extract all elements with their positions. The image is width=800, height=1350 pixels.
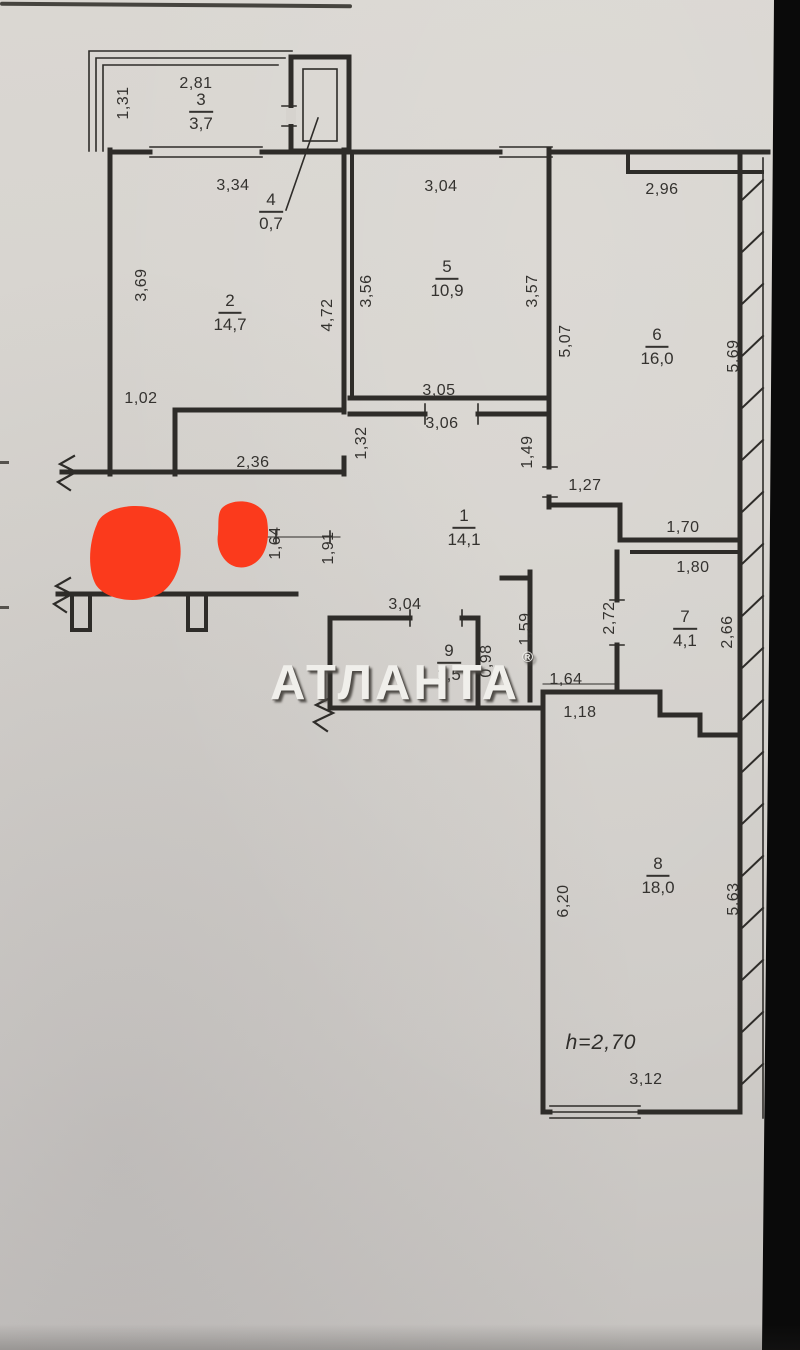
- room-area: 14,7: [213, 314, 247, 334]
- redaction-blobs: [90, 501, 269, 600]
- wall-hatching: [740, 178, 765, 1086]
- room-number: 6: [645, 325, 669, 348]
- room-number: 7: [673, 607, 697, 630]
- room-area: 0,7: [259, 213, 283, 233]
- dim-label-1,49: 1,49: [519, 435, 536, 469]
- dim-label-1,64: 1,64: [267, 526, 284, 560]
- dim-label-1,59: 1,59: [517, 612, 534, 646]
- dim-label-1,80: 1,80: [676, 559, 710, 576]
- dim-label-5,07: 5,07: [557, 324, 574, 358]
- dim-label-6,20: 6,20: [555, 884, 572, 918]
- dim-label-2,66: 2,66: [719, 615, 736, 649]
- room-number: 8: [646, 854, 670, 877]
- dim-label-3,12: 3,12: [629, 1071, 663, 1088]
- dim-ticks: [275, 530, 331, 544]
- door-ticks: [609, 599, 625, 646]
- dim-label-1,70: 1,70: [666, 519, 700, 536]
- redaction-blob-small: [217, 501, 269, 568]
- dim-label-2,36: 2,36: [236, 454, 270, 471]
- door-ticks: [409, 609, 463, 627]
- dim-label-3,56: 3,56: [358, 274, 375, 308]
- dim-label-3,04: 3,04: [424, 178, 458, 195]
- dim-label-3,34: 3,34: [216, 177, 250, 194]
- balcony-outline: [88, 50, 293, 152]
- room-area: 10,9: [430, 280, 464, 300]
- dim-label-5,63: 5,63: [725, 882, 742, 916]
- door-ticks: [542, 466, 558, 498]
- room-number: 5: [435, 257, 459, 280]
- room9-walls: [327, 569, 546, 711]
- window-lines-bottom: [549, 1105, 641, 1119]
- dim-label-3,57: 3,57: [524, 274, 541, 308]
- dim-label-3,05: 3,05: [422, 382, 456, 399]
- dim-label-2,96: 2,96: [645, 181, 679, 198]
- dim-label-3,04: 3,04: [388, 596, 422, 613]
- room-number: 4: [259, 190, 283, 213]
- redaction-blob-large: [90, 505, 181, 600]
- room-number: 3: [189, 90, 213, 113]
- window-lines: [149, 146, 553, 158]
- dim-label-1,31: 1,31: [115, 86, 132, 120]
- room-number: 1: [452, 506, 476, 529]
- photo-bottom-shadow: [0, 1324, 800, 1350]
- room2-walls: [59, 147, 354, 477]
- room-number: 2: [218, 291, 242, 314]
- photo-black-edge: [762, 0, 800, 1350]
- dim-label-4,72: 4,72: [319, 298, 336, 332]
- dim-label-5,69: 5,69: [725, 339, 742, 373]
- dim-label-2,72: 2,72: [601, 601, 618, 635]
- dim-label-1,91: 1,91: [320, 531, 337, 565]
- room-area: 16,0: [640, 348, 674, 368]
- dim-label-1,27: 1,27: [568, 477, 602, 494]
- registered-mark-icon: ®: [522, 649, 537, 666]
- room8-walls: [540, 149, 743, 1115]
- break-symbols: [51, 454, 336, 733]
- room-area: 14,1: [447, 529, 481, 549]
- room-number: 9: [437, 641, 461, 664]
- dim-label-3,06: 3,06: [425, 415, 459, 432]
- room-area: 18,0: [641, 877, 675, 897]
- dim-label-1,32: 1,32: [353, 426, 370, 460]
- room5-room6-walls: [347, 147, 743, 543]
- room-area: 3,7: [189, 113, 213, 133]
- lower-left-walls: [55, 591, 299, 632]
- room-area: 4,1: [673, 630, 697, 650]
- dim-label-2,81: 2,81: [179, 75, 213, 92]
- cut-dimension-tick: [0, 606, 9, 609]
- room-area: 2,5: [437, 664, 461, 684]
- dim-label-1,64: 1,64: [549, 671, 583, 688]
- ceiling-height-note: h=2,70: [565, 1031, 637, 1054]
- watermark: АТЛАНТА®: [270, 649, 533, 711]
- dim-label-3,69: 3,69: [133, 268, 150, 302]
- dim-label-1,02: 1,02: [124, 390, 158, 407]
- dim-label-1,18: 1,18: [563, 704, 597, 721]
- door-ticks: [424, 403, 479, 425]
- room7-walls: [614, 549, 743, 738]
- cut-dimension-tick: [0, 461, 9, 464]
- watermark-text: АТЛАНТА: [270, 656, 521, 710]
- leader-line: [284, 116, 320, 212]
